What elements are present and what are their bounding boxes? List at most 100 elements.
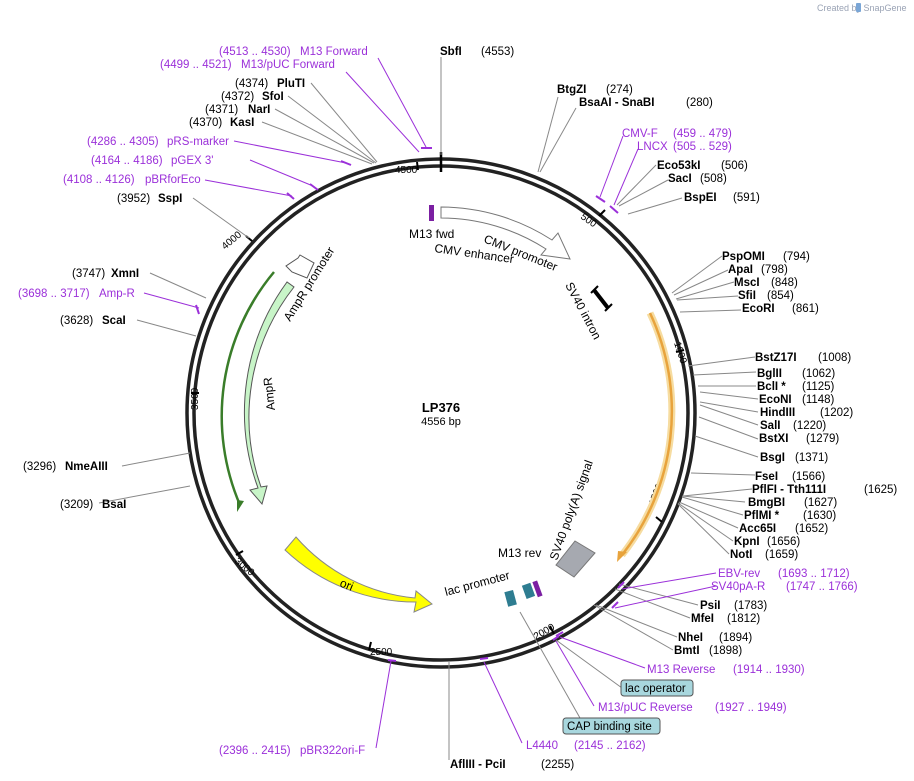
site-bstz17i-pos: (1008) [818, 352, 851, 364]
ori-feature [284, 536, 433, 613]
site-btgzi: BtgZI [557, 84, 586, 96]
site-bglii-pos: (1062) [802, 368, 835, 380]
primer-m13-puc-forward-range: (4499 .. 4521) [160, 59, 232, 71]
primer-m13-forward: M13 Forward [300, 46, 368, 58]
primer-amp-r-range: (3698 .. 3717) [18, 288, 90, 300]
site-acc65i-pos: (1652) [795, 523, 828, 535]
site-bstxi-pos: (1279) [806, 433, 839, 445]
green-arc-head [237, 500, 244, 512]
site-saci: SacI [668, 173, 692, 185]
m13-fwd-feature [429, 205, 434, 221]
site-pluti: PluTI [277, 78, 305, 90]
site-sfoi: SfoI [262, 91, 284, 103]
site-nmeaiii-pos: (3296) [23, 461, 56, 473]
primer-prs-marker: pRS-marker [167, 136, 229, 148]
primer-cmv-f-range: (459 .. 479) [673, 128, 732, 140]
site-econi: EcoNI [759, 394, 792, 406]
tick-marks [191, 152, 685, 651]
site-bcli-pos: (1125) [802, 381, 835, 393]
ori-label: ori [338, 576, 356, 594]
site-msci-pos: (848) [771, 277, 798, 289]
site-leader-lines [98, 57, 759, 760]
tick-2500: 2500 [370, 647, 393, 658]
primer-sv40pa-r: SV40pA-R [711, 581, 765, 593]
snapgene-logo-icon [856, 3, 861, 12]
site-ecori-pos: (861) [792, 303, 819, 315]
site-saci-pos: (508) [700, 173, 727, 185]
site-afliii: AflIII - PciI [450, 759, 506, 771]
primer-m13-reverse-range: (1914 .. 1930) [733, 664, 805, 676]
m13-fwd-label: M13 fwd [409, 227, 454, 241]
site-sali-pos: (1220) [793, 420, 826, 432]
primer-amp-r: Amp-R [99, 288, 135, 300]
site-scai: ScaI [102, 315, 126, 327]
lac-operator-label: lac operator [625, 683, 686, 695]
site-kpni-pos: (1656) [767, 536, 800, 548]
site-hindiii-pos: (1202) [820, 407, 853, 419]
primer-lncx: LNCX [637, 141, 668, 153]
site-psii: PsiI [700, 600, 720, 612]
site-fsei: FseI [755, 471, 778, 483]
site-bsgi-pos: (1371) [795, 452, 828, 464]
site-mfei: MfeI [691, 613, 714, 625]
primer-m13-reverse: M13 Reverse [647, 664, 715, 676]
primer-pgex3-range: (4164 .. 4186) [91, 155, 163, 167]
site-xmni-pos: (3747) [72, 268, 105, 280]
site-eco53ki-pos: (506) [721, 160, 748, 172]
site-eco53ki: Eco53kI [657, 160, 700, 172]
site-fsei-pos: (1566) [792, 471, 825, 483]
primer-leader-lines [143, 57, 717, 749]
site-sspi-pos: (3952) [117, 193, 150, 205]
site-sfoi-pos: (4372) [221, 91, 254, 103]
site-pflmi: PflMI * [744, 510, 780, 522]
orange-arc-head [617, 551, 627, 562]
site-bsai-pos: (3209) [60, 499, 93, 511]
site-nhei-pos: (1894) [719, 632, 752, 644]
primer-m13-puc-forward: M13/pUC Forward [241, 59, 335, 71]
lac-promoter-label: lac promoter [443, 568, 511, 599]
tick-4500: 4500 [395, 165, 418, 176]
ampr-feature [244, 281, 295, 506]
site-pflfi: PflFI - Tth111I [752, 484, 826, 496]
tick-500: 500 [578, 211, 598, 230]
plasmid-name: LP376 [422, 400, 460, 415]
site-bstxi: BstXI [759, 433, 788, 445]
m13-rev-label: M13 rev [498, 546, 541, 560]
cap-binding-site-box [562, 717, 661, 735]
lac-promoter-block-a [504, 589, 517, 607]
plasmid-length: 4556 bp [421, 416, 461, 428]
site-bstz17i: BstZ17I [755, 352, 797, 364]
primer-pbrforeco-range: (4108 .. 4126) [63, 174, 135, 186]
site-bspei-pos: (591) [733, 192, 760, 204]
site-sspi: SspI [158, 193, 182, 205]
primer-pbr322ori-f-range: (2396 .. 2415) [219, 745, 291, 757]
site-sbfi-pos: (4553) [481, 46, 514, 58]
site-mfei-pos: (1812) [727, 613, 760, 625]
site-pluti-pos: (4374) [235, 78, 268, 90]
site-kpni: KpnI [734, 536, 760, 548]
site-noti: NotI [730, 549, 752, 561]
primer-m13-puc-reverse-range: (1927 .. 1949) [715, 702, 787, 714]
tick-4000: 4000 [220, 229, 244, 252]
site-sfii: SfiI [738, 290, 756, 302]
lac-operator-box [620, 679, 694, 697]
primer-m13-puc-reverse: M13/pUC Reverse [598, 702, 693, 714]
site-bmti: BmtI [674, 645, 700, 657]
primer-lncx-range: (505 .. 529) [673, 141, 732, 153]
site-afliii-pos: (2255) [541, 759, 574, 771]
cmv-arrow [440, 206, 571, 260]
tick-3500: 3500 [190, 387, 201, 410]
site-bsaai-pos: (280) [686, 97, 713, 109]
watermark-text: Created by SnapGene [817, 3, 907, 13]
site-noti-pos: (1659) [765, 549, 798, 561]
site-nari-pos: (4371) [205, 104, 238, 116]
site-bsgi: BsgI [760, 452, 785, 464]
cap-binding-site-label: CAP binding site [567, 721, 652, 733]
site-acc65i: Acc65I [739, 523, 776, 535]
site-bcli: BclI * [757, 381, 786, 393]
primer-sv40pa-r-range: (1747 .. 1766) [786, 581, 858, 593]
primer-prs-marker-range: (4286 .. 4305) [87, 136, 159, 148]
site-sbfi: SbfI [440, 46, 462, 58]
site-scai-pos: (3628) [60, 315, 93, 327]
